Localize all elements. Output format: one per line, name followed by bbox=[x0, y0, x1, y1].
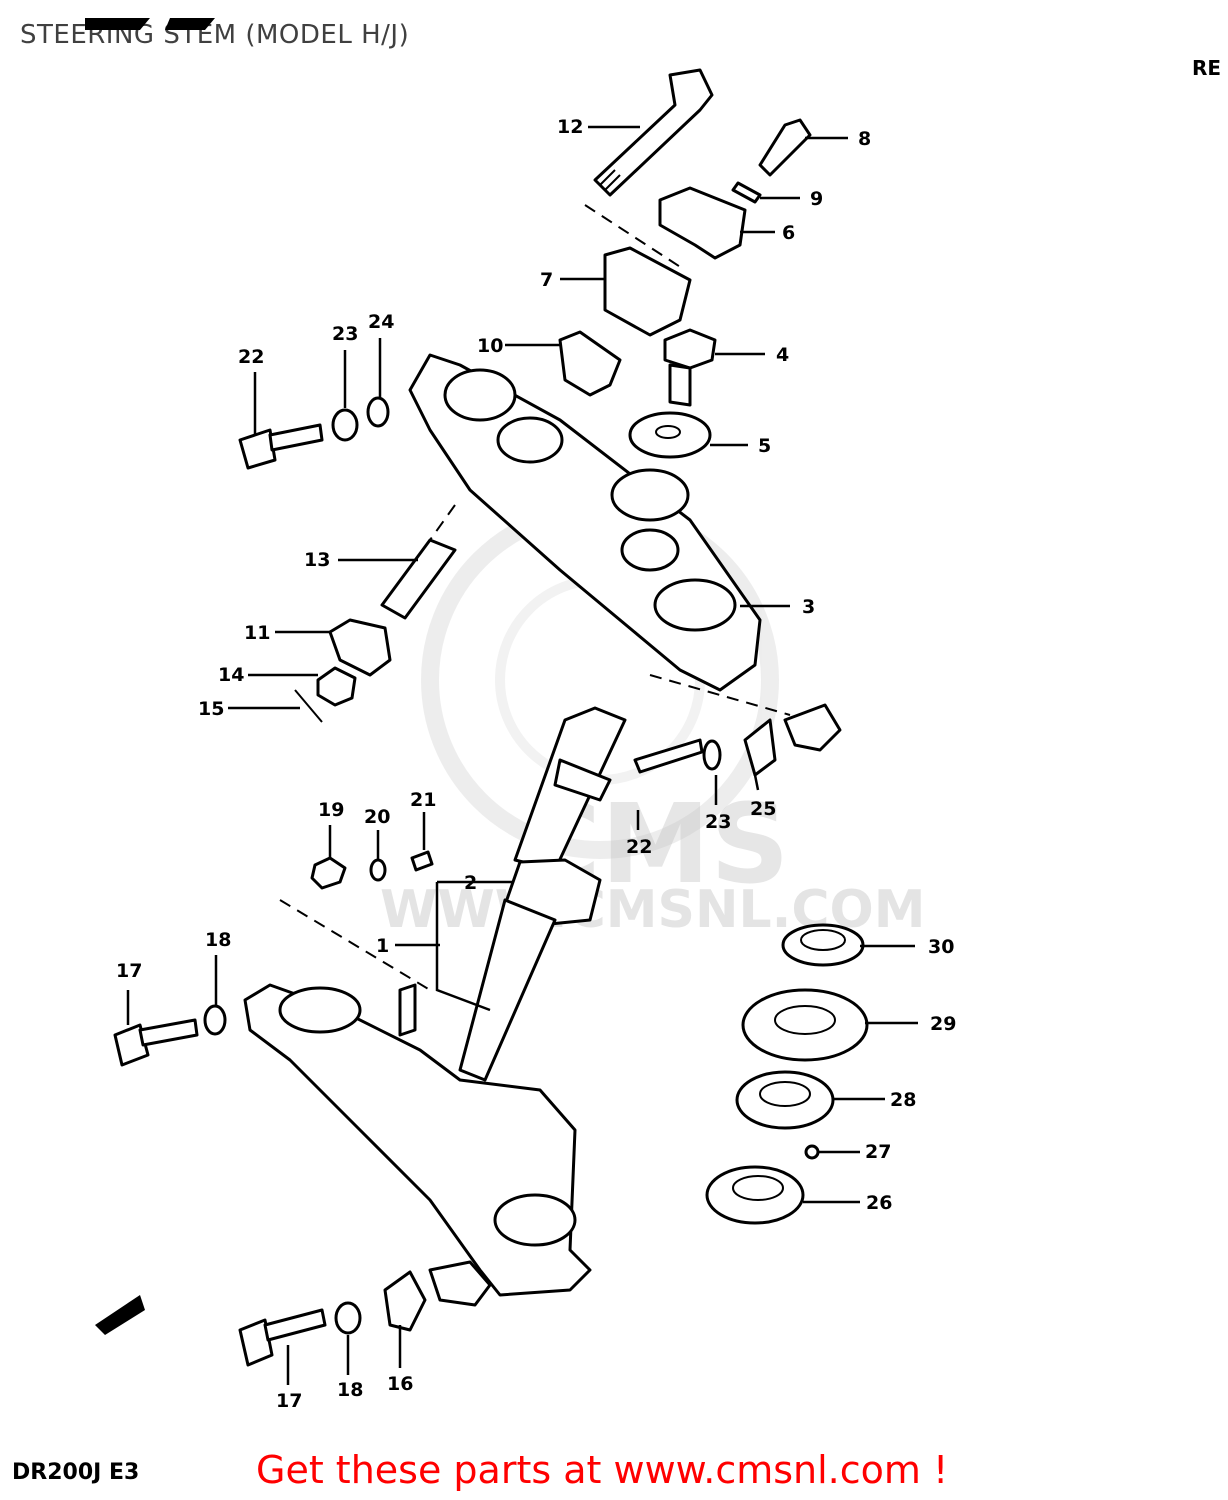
part-11-cushion bbox=[328, 618, 392, 677]
callout-3: 3 bbox=[802, 596, 815, 618]
part-13-pin bbox=[380, 538, 457, 620]
callout-23-right: 23 bbox=[705, 811, 731, 833]
part-19-clip bbox=[310, 856, 347, 890]
part-8-bolt bbox=[758, 118, 812, 177]
callout-24: 24 bbox=[368, 311, 394, 333]
callout-labels: 12 8 9 6 7 10 4 5 22 23 24 13 3 11 14 15… bbox=[116, 116, 956, 1412]
callout-30: 30 bbox=[928, 936, 954, 958]
model-code: DR200J E3 bbox=[12, 1460, 140, 1485]
callout-28: 28 bbox=[890, 1089, 916, 1111]
part-21-screw bbox=[410, 850, 434, 872]
part-lower-bracket bbox=[243, 983, 592, 1297]
callout-9: 9 bbox=[810, 188, 823, 210]
part-23-washer-upper bbox=[331, 408, 359, 442]
callout-13: 13 bbox=[304, 549, 330, 571]
part-22-bolt-upper bbox=[238, 423, 324, 470]
part-4-bolt bbox=[663, 328, 717, 407]
callout-27: 27 bbox=[865, 1141, 891, 1163]
callout-20: 20 bbox=[364, 806, 390, 828]
callout-1: 1 bbox=[376, 935, 389, 957]
part-1-steering-stem bbox=[458, 706, 627, 1082]
callout-18-upper: 18 bbox=[205, 929, 231, 951]
part-10-cushion bbox=[558, 330, 622, 397]
page-title: STEERING STEM (MODEL H/J) bbox=[20, 20, 410, 50]
callout-12: 12 bbox=[557, 116, 583, 138]
part-28-bearing bbox=[735, 1070, 835, 1130]
part-23-washer-right bbox=[702, 739, 722, 771]
part-16-bracket bbox=[383, 1270, 427, 1332]
part-30-nut bbox=[781, 923, 865, 967]
callout-25: 25 bbox=[750, 798, 776, 820]
callout-4: 4 bbox=[776, 344, 789, 366]
callout-26: 26 bbox=[866, 1192, 892, 1214]
part-7-holder bbox=[603, 246, 692, 337]
callout-16: 16 bbox=[387, 1373, 413, 1395]
callout-6: 6 bbox=[782, 222, 795, 244]
corner-mark: RE bbox=[1192, 56, 1222, 80]
part-3-upper-bracket bbox=[408, 353, 762, 692]
part-26-race bbox=[705, 1165, 805, 1225]
callout-19: 19 bbox=[318, 799, 344, 821]
callout-14: 14 bbox=[218, 664, 244, 686]
part-6-clamp bbox=[658, 186, 747, 260]
part-cable-guide bbox=[783, 703, 842, 752]
callout-10: 10 bbox=[477, 335, 503, 357]
part-15-cotter-pin bbox=[294, 689, 323, 723]
part-17-bolt-bottom bbox=[238, 1308, 327, 1367]
part-20-washer bbox=[369, 858, 387, 882]
part-12-long-bolt bbox=[593, 68, 714, 197]
get-parts-link[interactable]: Get these parts at www.cmsnl.com ! bbox=[256, 1448, 949, 1492]
front-arrow-icon bbox=[95, 1295, 145, 1335]
part-27-ball bbox=[804, 1144, 820, 1160]
part-17-bolt-left bbox=[113, 1018, 199, 1067]
part-14-nut bbox=[316, 666, 357, 707]
part-18-washer-left bbox=[203, 1004, 227, 1036]
callout-21: 21 bbox=[410, 789, 436, 811]
callout-11: 11 bbox=[244, 622, 270, 644]
part-24-lockwasher-upper bbox=[366, 396, 390, 428]
callout-2: 2 bbox=[464, 872, 477, 894]
part-22-bolt-right bbox=[633, 738, 704, 774]
part-18-washer-bottom bbox=[334, 1301, 362, 1335]
callout-17-upper: 17 bbox=[116, 960, 142, 982]
callout-5: 5 bbox=[758, 435, 771, 457]
callout-22-right: 22 bbox=[626, 836, 652, 858]
part-25-bracket-right bbox=[743, 718, 777, 777]
callout-22-upper: 22 bbox=[238, 346, 264, 368]
callout-15: 15 bbox=[198, 698, 224, 720]
callout-18-lower: 18 bbox=[337, 1379, 363, 1401]
part-5-washer bbox=[628, 411, 712, 459]
part-9-pin bbox=[731, 181, 762, 204]
callout-23-upper: 23 bbox=[332, 323, 358, 345]
callout-29: 29 bbox=[930, 1013, 956, 1035]
callout-17-lower: 17 bbox=[276, 1390, 302, 1412]
callout-7: 7 bbox=[540, 269, 553, 291]
callout-8: 8 bbox=[858, 128, 871, 150]
part-collar-bottom bbox=[428, 1260, 492, 1307]
header-marks-icon bbox=[85, 18, 215, 30]
part-29-cover bbox=[741, 988, 869, 1062]
